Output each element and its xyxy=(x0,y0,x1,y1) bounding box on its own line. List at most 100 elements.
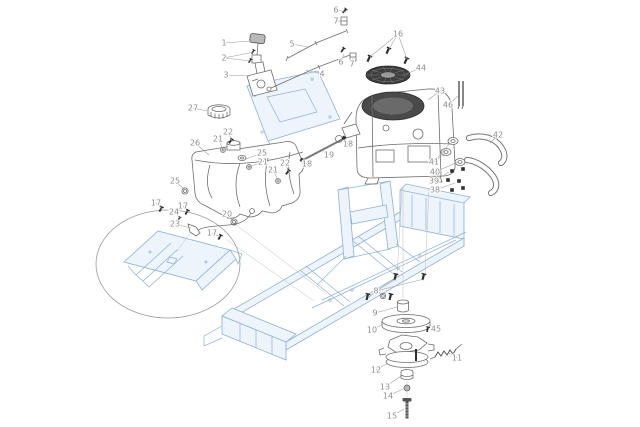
part-label-27: 27 xyxy=(188,104,198,113)
leader-line-18 xyxy=(303,160,308,165)
part-label-21: 21 xyxy=(213,135,223,144)
part-label-43: 43 xyxy=(435,87,445,96)
leader-line-43 xyxy=(427,90,441,101)
part-label-25: 25 xyxy=(257,149,267,158)
leader-line-27 xyxy=(192,107,208,112)
part-label-45: 45 xyxy=(431,325,441,334)
part-label-11: 11 xyxy=(452,354,462,363)
tractor-frame xyxy=(203,180,471,361)
leader-line-12 xyxy=(375,362,389,371)
leader-line-41 xyxy=(433,152,446,163)
leader-line-8 xyxy=(375,278,425,292)
fuel-tank xyxy=(191,140,304,234)
leader-line-9 xyxy=(374,306,398,314)
part-label-6: 6 xyxy=(333,6,338,15)
part-label-22: 22 xyxy=(280,159,290,168)
part-label-14: 14 xyxy=(383,392,393,401)
detail-view-circle xyxy=(95,209,243,319)
leader-line-17 xyxy=(211,232,222,238)
part-label-46: 46 xyxy=(443,101,453,110)
leader-line-21 xyxy=(217,138,224,150)
leader-line-2 xyxy=(223,51,255,59)
part-label-18: 18 xyxy=(302,160,312,169)
rotating-screen xyxy=(365,65,411,85)
part-label-18: 18 xyxy=(343,140,353,149)
leader-line-21 xyxy=(272,169,279,181)
engine-mount-bolts xyxy=(364,45,411,66)
part-label-23: 23 xyxy=(170,220,180,229)
part-label-17: 17 xyxy=(178,202,188,211)
part-label-44: 44 xyxy=(416,64,426,73)
leader-line-25 xyxy=(174,180,186,191)
part-label-21: 21 xyxy=(258,158,268,167)
part-label-10: 10 xyxy=(367,326,377,335)
leader-line-23 xyxy=(174,223,192,229)
part-label-13: 13 xyxy=(380,383,390,392)
spacer xyxy=(397,299,409,313)
leader-lines xyxy=(155,9,499,417)
leader-line-20 xyxy=(226,213,234,222)
part-label-40: 40 xyxy=(430,168,440,177)
leader-line-26 xyxy=(194,142,210,156)
throttle-control xyxy=(246,33,278,97)
part-label-9: 9 xyxy=(372,309,377,318)
leader-line-38 xyxy=(434,182,456,191)
leader-line-17 xyxy=(155,202,163,210)
leader-line-7 xyxy=(351,57,354,65)
leader-line-16 xyxy=(397,33,408,60)
part-label-12: 12 xyxy=(371,366,381,375)
leader-line-18 xyxy=(343,139,349,145)
part-label-24: 24 xyxy=(169,208,179,217)
part-label-15: 15 xyxy=(387,412,397,421)
leader-line-6 xyxy=(335,9,347,13)
part-label-2: 2 xyxy=(221,54,226,63)
part-label-6: 6 xyxy=(338,58,343,67)
part-label-21: 21 xyxy=(268,166,278,175)
tank-hardware xyxy=(156,136,292,242)
leader-line-39 xyxy=(433,171,450,182)
leader-line-41 xyxy=(433,142,451,163)
leader-line-1 xyxy=(223,40,252,44)
washer-ball xyxy=(403,384,411,392)
leader-line-16 xyxy=(388,33,399,50)
leader-line-6 xyxy=(340,53,345,63)
leader-line-10 xyxy=(371,323,384,331)
throttle-cable xyxy=(285,28,349,62)
frame-reference-lines xyxy=(226,223,325,302)
support-rods xyxy=(457,81,464,110)
leader-line-2 xyxy=(223,57,252,62)
crankshaft-bolt xyxy=(402,398,412,419)
engine xyxy=(335,88,456,185)
leader-line-8 xyxy=(367,290,377,299)
part-label-8: 8 xyxy=(373,287,378,296)
part-label-5: 5 xyxy=(289,40,294,49)
leader-line-3 xyxy=(225,74,251,77)
part-label-17: 17 xyxy=(207,229,217,238)
part-label-1: 1 xyxy=(221,39,226,48)
leader-line-8 xyxy=(375,290,385,296)
leader-line-46 xyxy=(447,95,459,106)
detail-reference-line xyxy=(175,229,194,253)
part-label-19: 19 xyxy=(324,151,334,160)
leader-line-14 xyxy=(387,388,404,397)
part-label-26: 26 xyxy=(190,139,200,148)
part-label-42: 42 xyxy=(493,131,503,140)
leader-line-22 xyxy=(227,131,233,142)
leader-line-45 xyxy=(428,328,437,331)
leader-line-21 xyxy=(248,161,264,168)
pulley xyxy=(381,314,431,333)
part-label-4: 4 xyxy=(319,70,324,79)
part-label-17: 17 xyxy=(151,199,161,208)
part-label-25: 25 xyxy=(170,177,180,186)
part-label-7: 7 xyxy=(349,60,354,69)
leader-line-5 xyxy=(291,43,309,48)
leader-line-13 xyxy=(384,375,402,388)
cable-mount-hardware xyxy=(338,6,357,62)
part-label-38: 38 xyxy=(430,186,440,195)
clutch-assembly xyxy=(378,334,435,368)
part-label-39: 39 xyxy=(429,177,439,186)
leader-line-15 xyxy=(391,408,405,417)
leader-line-42 xyxy=(489,134,499,144)
